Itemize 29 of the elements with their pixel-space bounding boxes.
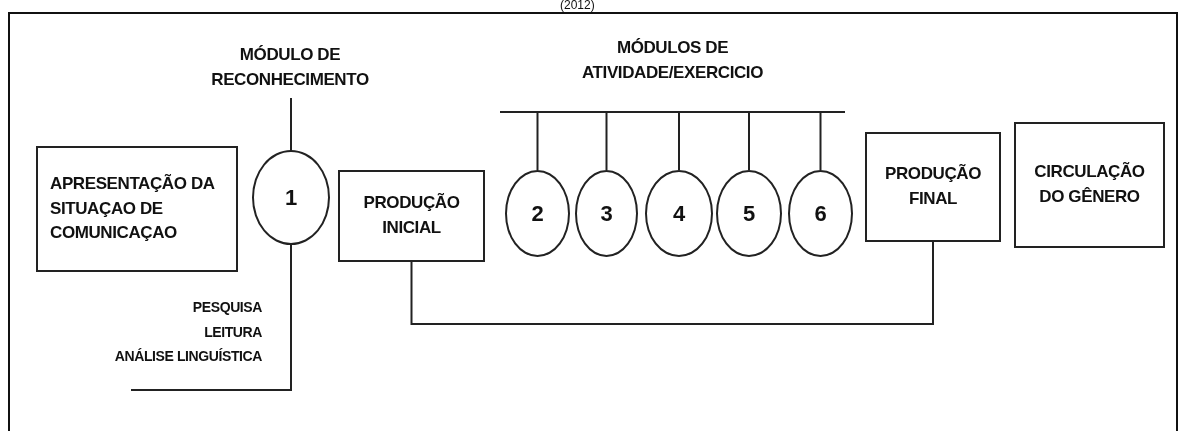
connector-line — [819, 112, 822, 171]
module-number: 4 — [673, 199, 685, 228]
process-box — [36, 146, 238, 272]
connector-line — [410, 241, 934, 325]
node-label: ANÁLISE LINGUÍSTICA — [114, 347, 262, 366]
node-label: LEITURA — [204, 322, 262, 342]
connector-line — [290, 97, 292, 151]
node-label: PRODUÇÃO INICIAL — [362, 192, 461, 239]
process-box — [338, 170, 485, 262]
node-label: CIRCULAÇÃO DO GÊNERO — [1033, 161, 1146, 208]
node-label: APRESENTAÇÃO DA SITUAÇAO DE COMUNICAÇAO — [50, 173, 216, 245]
connector-line — [536, 112, 539, 171]
module-number: 3 — [600, 199, 613, 228]
process-box — [865, 132, 1001, 242]
module-number: 6 — [814, 199, 827, 228]
node-label: PRODUÇÃO FINAL — [884, 163, 982, 210]
connector-line — [678, 112, 680, 171]
year-note: (2012) — [560, 0, 595, 11]
node-label: MÓDULOS DE ATIVIDADE/EXERCICIO — [581, 37, 764, 84]
module-number: 5 — [743, 199, 755, 228]
connector-line — [605, 112, 608, 171]
connector-line — [748, 112, 750, 171]
process-box — [1014, 122, 1165, 248]
module-number: 1 — [285, 183, 297, 212]
node-label: PESQUISA — [192, 298, 262, 317]
heading-text: MÓDULO DE RECONHECIMENTO — [210, 44, 370, 91]
group-heading — [500, 36, 845, 113]
leader-line — [130, 244, 292, 391]
module-number: 2 — [531, 199, 544, 228]
